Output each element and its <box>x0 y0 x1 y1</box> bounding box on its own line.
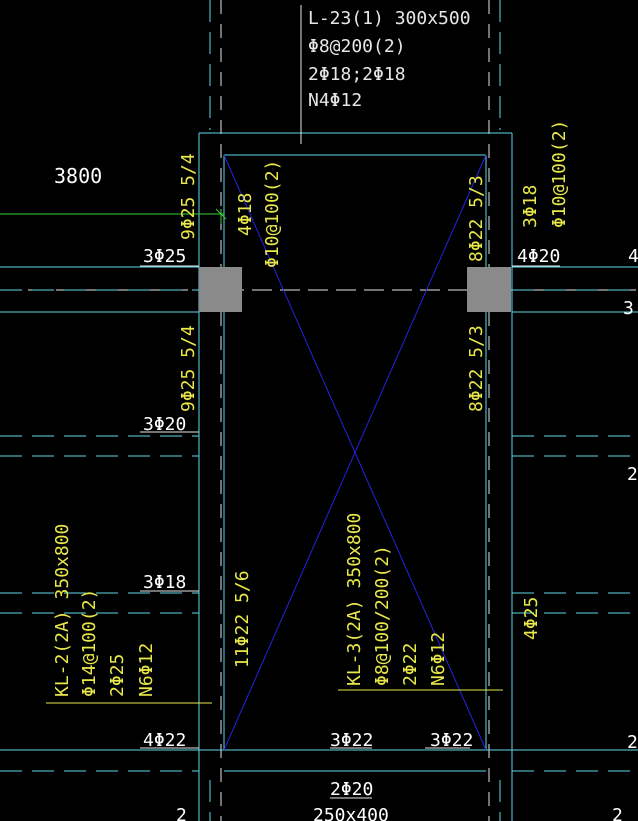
left-col-top-label: 9Φ25 5/4 <box>178 153 199 240</box>
kl3-stirrup: Φ8@100/200(2) <box>372 545 393 686</box>
l23-torsion: N4Φ12 <box>308 90 362 111</box>
right-col-r2-label: Φ10@100(2) <box>549 120 570 228</box>
kl2-rebar: 2Φ25 <box>107 654 128 697</box>
edge-label-right-b: 3 <box>623 298 634 319</box>
bottom-label-3-22-b: 3Φ22 <box>430 730 473 751</box>
l23-name: L-23(1) 300x500 <box>308 8 471 29</box>
cross-line <box>223 154 487 751</box>
inner-left-c-label: 11Φ22 5/6 <box>232 570 253 668</box>
l23-rebar: 2Φ18;2Φ18 <box>308 64 406 85</box>
right-col-r1-label: 3Φ18 <box>520 185 541 228</box>
kl3-torsion: N6Φ12 <box>428 632 449 686</box>
edge-label-right-a: 4 <box>628 246 638 267</box>
edge-label-left-a: 2 <box>176 805 187 821</box>
beam-outlines <box>0 132 638 821</box>
right-col-top-label: 8Φ22 5/3 <box>466 175 487 262</box>
rebar-label-3-20: 3Φ20 <box>143 414 186 435</box>
kl2-name: KL-2(2A) 350x800 <box>52 524 73 697</box>
bottom-label-2-20: 2Φ20 <box>330 779 373 800</box>
rebar-label-4-22: 4Φ22 <box>143 730 186 751</box>
column-right <box>467 267 511 312</box>
bottom-label-250x400: 250x400 <box>313 805 389 821</box>
opening-cross <box>223 154 487 751</box>
leaders <box>140 5 560 799</box>
edge-label-right-d: 2 <box>627 732 638 753</box>
l23-stirrup: Φ8@200(2) <box>308 36 406 57</box>
kl3-rebar: 2Φ22 <box>400 643 421 686</box>
right-col-r4-label: 4Φ25 <box>521 597 542 640</box>
right-col-bottom-label: 8Φ22 5/3 <box>466 325 487 412</box>
inner-left-b-label: Φ10@100(2) <box>262 160 283 268</box>
bottom-label-3-22-a: 3Φ22 <box>330 730 373 751</box>
kl3-name: KL-3(2A) 350x800 <box>344 513 365 686</box>
vertical-axes <box>220 0 490 821</box>
rebar-label-3-18: 3Φ18 <box>143 572 186 593</box>
left-col-bottom-label: 9Φ25 5/4 <box>178 325 199 412</box>
inner-left-a-label: 4Φ18 <box>235 193 256 236</box>
rebar-label-4-20: 4Φ20 <box>517 246 560 267</box>
column-left <box>199 267 242 312</box>
edge-label-right-c: 2 <box>627 464 638 485</box>
kl2-torsion: N6Φ12 <box>136 643 157 697</box>
kl2-stirrup: Φ14@100(2) <box>79 589 100 697</box>
edge-label-right-e: 2 <box>612 805 623 821</box>
dim-3800-label: 3800 <box>54 164 102 188</box>
dimension-3800 <box>0 208 227 224</box>
rebar-label-3-25: 3Φ25 <box>143 246 186 267</box>
